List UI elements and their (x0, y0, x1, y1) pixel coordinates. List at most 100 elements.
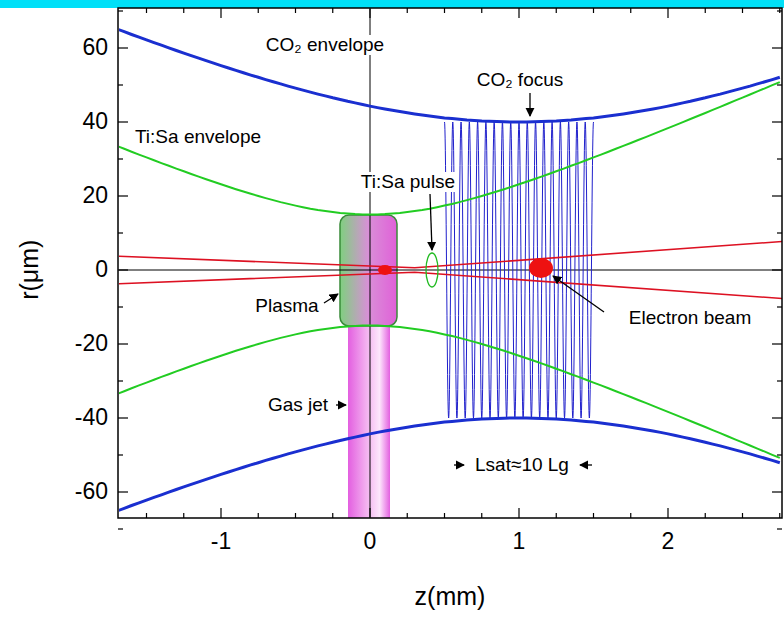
tick-mark (777, 84, 782, 85)
tick-mark (481, 8, 482, 13)
tick-label: 2 (662, 529, 675, 554)
tick-mark (369, 8, 370, 18)
tick-mark (295, 513, 296, 518)
tick-mark (772, 47, 782, 48)
leader-arrow (454, 464, 464, 465)
beam-label: Ti:Sa pulse (359, 172, 457, 193)
tick-mark (742, 8, 743, 13)
tick-mark (118, 491, 128, 492)
tick-label: -20 (75, 331, 108, 356)
tick-label: -40 (75, 405, 108, 430)
tick-mark (118, 528, 123, 529)
tick-mark (779, 513, 780, 518)
region-label: Plasma (253, 296, 320, 317)
tick-mark (772, 417, 782, 418)
tick-mark (772, 269, 782, 270)
leader-arrow (336, 404, 346, 405)
tick-mark (118, 306, 123, 307)
tick-mark (777, 454, 782, 455)
leader-arrow (430, 194, 432, 250)
tick-mark (630, 513, 631, 518)
tick-mark (772, 195, 782, 196)
tick-mark (444, 513, 445, 518)
tick-mark (772, 343, 782, 344)
tick-label: -1 (211, 529, 231, 554)
tick-mark (518, 8, 519, 18)
beam-label: CO₂ envelope (264, 35, 386, 56)
tick-mark (295, 8, 296, 13)
tick-mark (742, 513, 743, 518)
tick-mark (705, 8, 706, 13)
tisa-envelope (119, 82, 780, 214)
electron-envelope (119, 241, 782, 268)
axis-title: z(mm) (415, 583, 486, 611)
tick-mark (444, 8, 445, 13)
tick-mark (118, 454, 123, 455)
tick-label: 1 (513, 529, 526, 554)
gas-jet (348, 318, 390, 518)
leader-arrow (529, 93, 530, 116)
tisa-pulse (426, 253, 438, 287)
tick-mark (667, 508, 668, 518)
tick-mark (183, 8, 184, 13)
electron-bunch (378, 265, 392, 275)
tick-label: -60 (75, 479, 108, 504)
tick-label: 0 (364, 529, 377, 554)
tick-mark (777, 306, 782, 307)
length-label: Lsat≈10 Lg (473, 455, 571, 476)
tick-mark (118, 158, 123, 159)
tick-mark (556, 8, 557, 13)
tick-mark (220, 508, 221, 518)
tick-mark (772, 491, 782, 492)
tick-mark (772, 121, 782, 122)
tick-mark (407, 513, 408, 518)
tick-mark (779, 8, 780, 13)
tick-mark (118, 343, 128, 344)
tick-mark (118, 121, 128, 122)
tick-mark (118, 84, 123, 85)
tick-mark (146, 8, 147, 13)
tick-mark (146, 513, 147, 518)
tick-mark (556, 513, 557, 518)
tick-mark (258, 8, 259, 13)
tick-mark (118, 232, 123, 233)
tick-mark (593, 513, 594, 518)
co2-envelope (119, 26, 780, 122)
leader-arrow (324, 294, 338, 303)
tick-label: 40 (82, 109, 108, 134)
leader-arrow (580, 464, 592, 465)
tick-mark (118, 417, 128, 418)
beam-label: Electron beam (627, 308, 754, 329)
tick-label: 20 (82, 183, 108, 208)
tick-mark (593, 8, 594, 13)
tick-mark (118, 195, 128, 196)
tick-mark (118, 380, 123, 381)
tick-mark (777, 158, 782, 159)
top-bar (0, 0, 784, 8)
plot-frame (118, 8, 782, 518)
tick-mark (332, 513, 333, 518)
tick-mark (332, 8, 333, 13)
tisa-envelope (119, 326, 780, 458)
tick-mark (118, 47, 128, 48)
beam-label: CO₂ focus (475, 70, 566, 91)
tick-label: 0 (95, 257, 108, 282)
tick-mark (777, 528, 782, 529)
tick-mark (630, 8, 631, 13)
tick-mark (777, 232, 782, 233)
electron-beam (529, 258, 553, 278)
tick-mark (407, 8, 408, 13)
tick-mark (220, 8, 221, 18)
tick-mark (183, 513, 184, 518)
tick-mark (118, 269, 128, 270)
tick-mark (258, 513, 259, 518)
axis-title: r(μm) (16, 240, 44, 300)
tick-mark (481, 513, 482, 518)
electron-envelope (119, 272, 782, 299)
region-label: Gas jet (266, 395, 330, 416)
axis-line (370, 9, 371, 517)
leader-arrow (553, 276, 604, 312)
tick-mark (518, 508, 519, 518)
beam-label: Ti:Sa envelope (133, 127, 263, 148)
tick-mark (118, 10, 123, 11)
